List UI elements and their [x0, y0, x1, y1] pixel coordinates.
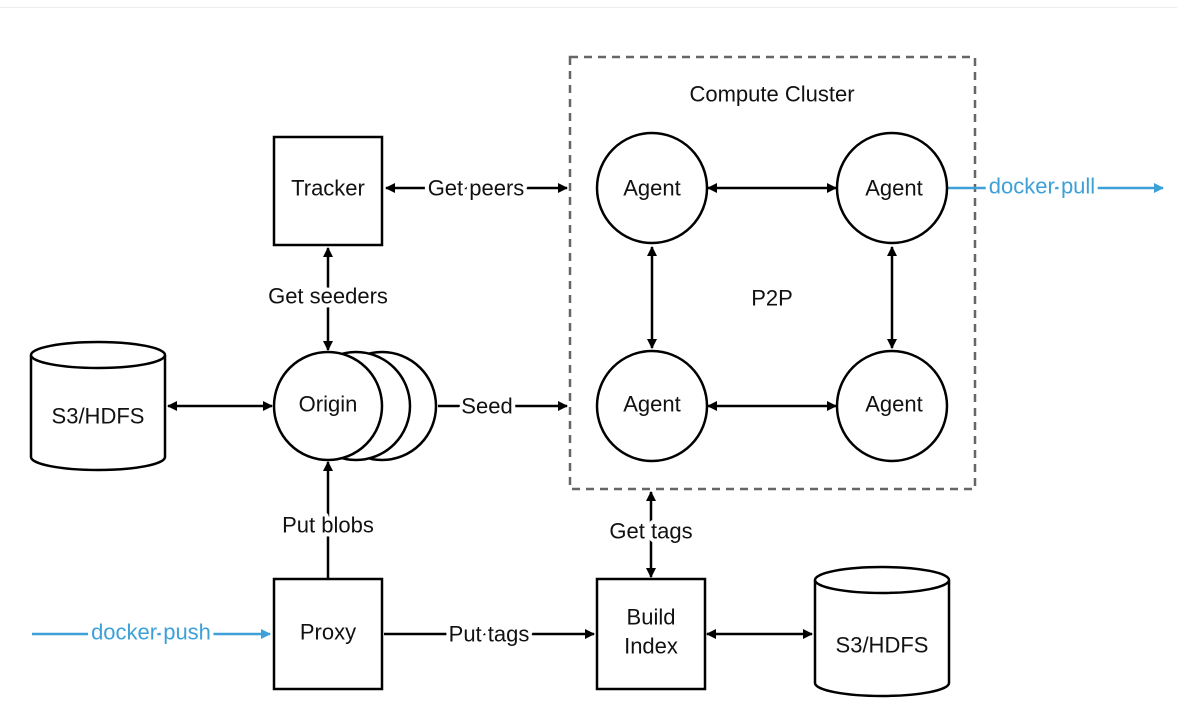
edge-label-get-tags: Get tags — [609, 519, 692, 544]
s3-hdfs-right-label: S3/HDFS — [836, 633, 929, 658]
tracker-label: Tracker — [291, 176, 365, 201]
edge-label-docker-push: docker push — [91, 620, 211, 645]
origin-node — [272, 350, 384, 462]
proxy-node — [272, 577, 384, 691]
p2p-label: P2P — [751, 286, 793, 311]
agent-node-top-left — [595, 131, 709, 245]
edge-label-seed: Seed — [461, 394, 512, 419]
s3-hdfs-left-label: S3/HDFS — [52, 404, 145, 429]
proxy-label: Proxy — [300, 620, 356, 645]
agent-node-bottom-left — [595, 349, 709, 463]
s3-hdfs-left-storage — [29, 340, 167, 472]
edge-label-put-tags: Put tags — [449, 622, 530, 647]
agent-label-bottom-left: Agent — [623, 392, 681, 417]
tracker-node — [272, 135, 384, 247]
compute-cluster-title: Compute Cluster — [689, 82, 854, 107]
agent-label-bottom-right: Agent — [865, 392, 923, 417]
top-divider — [0, 7, 1177, 8]
build-index-label-line2: Index — [624, 634, 678, 659]
agent-label-top-right: Agent — [865, 176, 923, 201]
s3-hdfs-right-storage — [813, 565, 951, 698]
build-index-node — [595, 577, 707, 691]
build-index-label-line1: Build — [627, 605, 676, 630]
agent-node-bottom-right — [835, 349, 949, 463]
edge-label-docker-pull: docker pull — [989, 174, 1095, 199]
agent-label-top-left: Agent — [623, 176, 681, 201]
edge-label-put-blobs: Put blobs — [282, 513, 374, 538]
edge-label-get-peers: Get peers — [428, 176, 525, 201]
origin-label: Origin — [299, 392, 358, 417]
edge-label-get-seeders: Get seeders — [268, 284, 388, 309]
compute-cluster-boundary — [568, 55, 977, 491]
agent-node-top-right — [835, 131, 949, 245]
